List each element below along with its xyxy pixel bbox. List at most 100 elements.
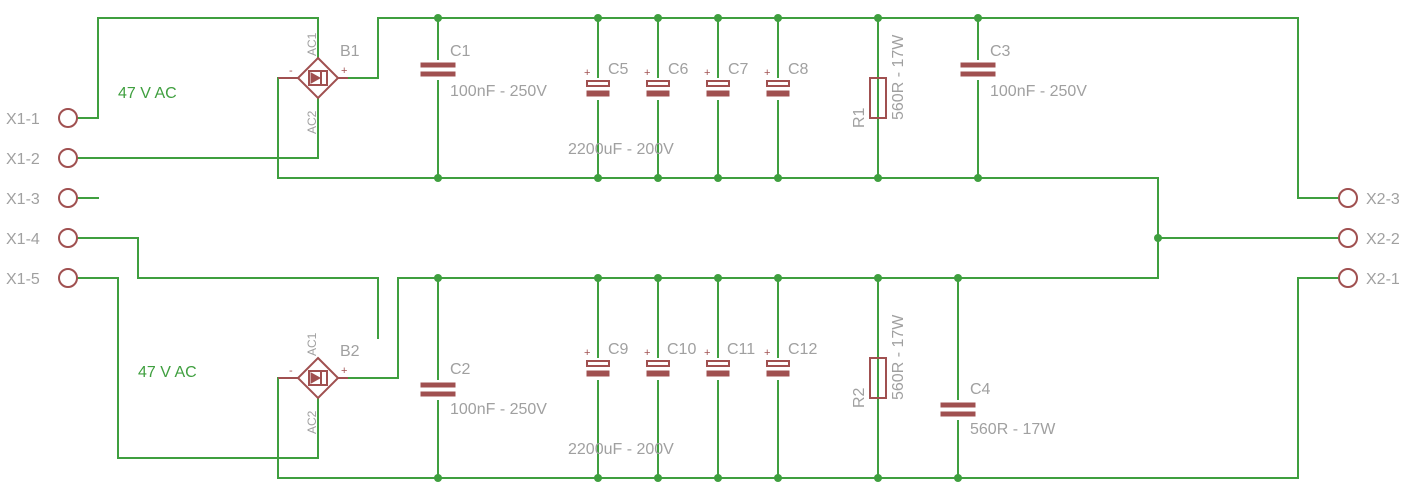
junction-dot [1154, 234, 1162, 242]
terminal-x2-3[interactable] [1338, 188, 1358, 208]
terminal-x1-2[interactable] [58, 148, 78, 168]
connector-x1: X1-1 X1-2 X1-3 X1-4 X1-5 [6, 108, 78, 288]
capacitor-c2[interactable]: C2 100nF - 250V [420, 361, 547, 418]
c11-plus: + [704, 347, 710, 359]
terminal-label: X2-3 [1366, 191, 1400, 208]
b2-minus-label: - [289, 365, 293, 377]
terminal-x1-5[interactable] [58, 268, 78, 288]
terminal-label: X1-1 [6, 111, 40, 128]
wire-x1-4 [77, 237, 379, 339]
junction-dot [654, 474, 662, 482]
wire-b1-plus [337, 17, 379, 79]
c8-name: C8 [788, 61, 809, 78]
wire-lower-mid-rail [397, 277, 1159, 379]
r1-name: R1 [851, 107, 868, 128]
terminal-label: X1-2 [6, 151, 40, 168]
c10-name: C10 [667, 341, 696, 358]
junction-dot [874, 14, 882, 22]
capacitor-c8[interactable]: + C8 [764, 61, 809, 100]
capacitor-c11[interactable]: + C11 [704, 341, 755, 380]
junction-dot [714, 474, 722, 482]
wire-bottom-rail [277, 277, 1339, 479]
b2-ac2-label: AC2 [305, 410, 319, 434]
net-label-ac-lower: 47 V AC [138, 364, 197, 381]
bridge-rectifier-b1[interactable]: AC1 AC2 - + B1 [278, 32, 360, 134]
capacitor-c7[interactable]: + C7 [704, 61, 749, 100]
c8-plus: + [764, 67, 770, 79]
c9-plus: + [584, 347, 590, 359]
wire-top-rail [377, 17, 1339, 199]
c5-name: C5 [608, 61, 629, 78]
b2-ac1-label: AC1 [305, 332, 319, 356]
c2-value: 100nF - 250V [450, 401, 547, 418]
terminal-label: X1-5 [6, 271, 40, 288]
junction-dot [434, 14, 442, 22]
net-label-ac-upper: 47 V AC [118, 85, 177, 102]
junction-dot [434, 274, 442, 282]
b2-plus-label: + [341, 365, 347, 377]
junction-dot [774, 14, 782, 22]
junction-dot [434, 174, 442, 182]
capacitor-c12[interactable]: + C12 [764, 341, 817, 380]
junctions [434, 14, 1162, 482]
junction-dot [714, 14, 722, 22]
wire-x1-1 [77, 17, 319, 119]
capacitor-c6[interactable]: + C6 [644, 61, 689, 100]
c2-name: C2 [450, 361, 471, 378]
capacitor-c10[interactable]: + C10 [644, 341, 696, 380]
capacitor-c4[interactable]: C4 560R - 17W [940, 381, 1056, 438]
terminal-x1-4[interactable] [58, 228, 78, 248]
capacitor-c9[interactable]: + C9 [584, 341, 629, 380]
b1-minus-label: - [289, 65, 293, 77]
terminal-x2-2[interactable] [1338, 228, 1358, 248]
junction-dot [874, 474, 882, 482]
b1-plus-label: + [341, 65, 347, 77]
c3-value: 100nF - 250V [990, 83, 1087, 100]
c9-name: C9 [608, 341, 629, 358]
c12-name: C12 [788, 341, 817, 358]
c1-name: C1 [450, 43, 471, 60]
r1-value: 560R - 17W [890, 34, 907, 120]
junction-dot [874, 174, 882, 182]
terminal-label: X1-4 [6, 231, 40, 248]
capacitor-c3[interactable]: C3 100nF - 250V [960, 43, 1087, 100]
bridge-rectifier-b2[interactable]: AC1 AC2 - + B2 [278, 332, 360, 434]
junction-dot [654, 14, 662, 22]
bank-upper-value: 2200uF - 200V [568, 141, 674, 158]
terminal-x1-1[interactable] [58, 108, 78, 128]
junction-dot [434, 474, 442, 482]
resistor-r1[interactable]: R1 560R - 17W [851, 34, 907, 128]
junction-dot [594, 174, 602, 182]
junction-dot [954, 474, 962, 482]
junction-dot [714, 274, 722, 282]
capacitor-c1[interactable]: C1 100nF - 250V [420, 43, 547, 100]
b1-ac2-label: AC2 [305, 110, 319, 134]
capacitor-c5[interactable]: + C5 [584, 61, 629, 100]
junction-dot [954, 274, 962, 282]
b1-name: B1 [340, 43, 360, 60]
c3-name: C3 [990, 43, 1011, 60]
junction-dot [974, 174, 982, 182]
terminal-x1-3[interactable] [58, 188, 78, 208]
c6-plus: + [644, 67, 650, 79]
c7-name: C7 [728, 61, 749, 78]
junction-dot [594, 274, 602, 282]
c1-value: 100nF - 250V [450, 83, 547, 100]
c11-name: C11 [727, 341, 755, 358]
junction-dot [714, 174, 722, 182]
junction-dot [654, 274, 662, 282]
resistor-r2[interactable]: R2 560R - 17W [851, 314, 907, 408]
terminal-label: X2-1 [1366, 271, 1400, 288]
b2-name: B2 [340, 343, 360, 360]
r2-name: R2 [851, 387, 868, 408]
junction-dot [974, 14, 982, 22]
c7-plus: + [704, 67, 710, 79]
terminal-x2-1[interactable] [1338, 268, 1358, 288]
c6-name: C6 [668, 61, 689, 78]
junction-dot [774, 474, 782, 482]
junction-dot [594, 474, 602, 482]
c5-plus: + [584, 67, 590, 79]
connector-x2: X2-3 X2-2 X2-1 [1338, 188, 1400, 288]
junction-dot [654, 174, 662, 182]
